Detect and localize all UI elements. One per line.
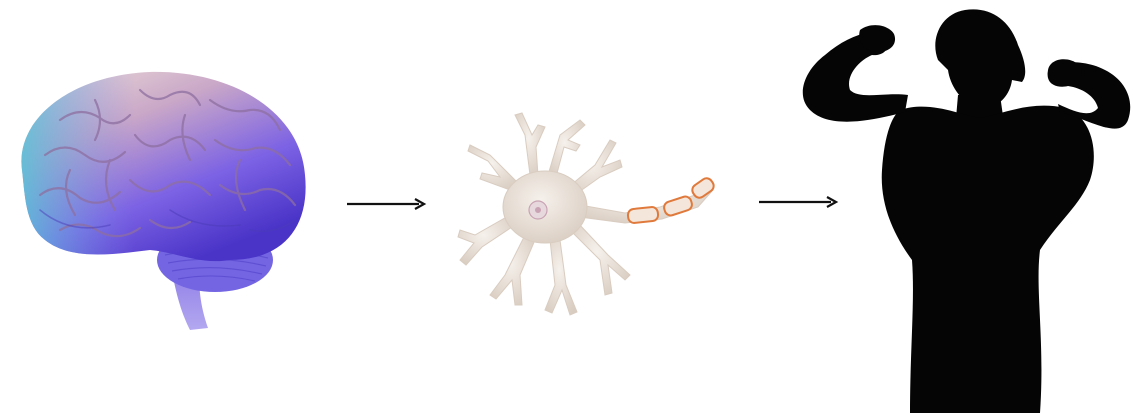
brain-node — [0, 60, 320, 350]
brain-icon — [0, 60, 320, 350]
neuron-node — [430, 95, 720, 355]
muscular-figure-node — [790, 0, 1133, 413]
right-arrow-icon — [345, 195, 427, 213]
flexing-person-silhouette-icon — [790, 0, 1133, 413]
arrow-brain-to-neuron — [345, 195, 427, 213]
neuron-icon — [430, 95, 720, 355]
